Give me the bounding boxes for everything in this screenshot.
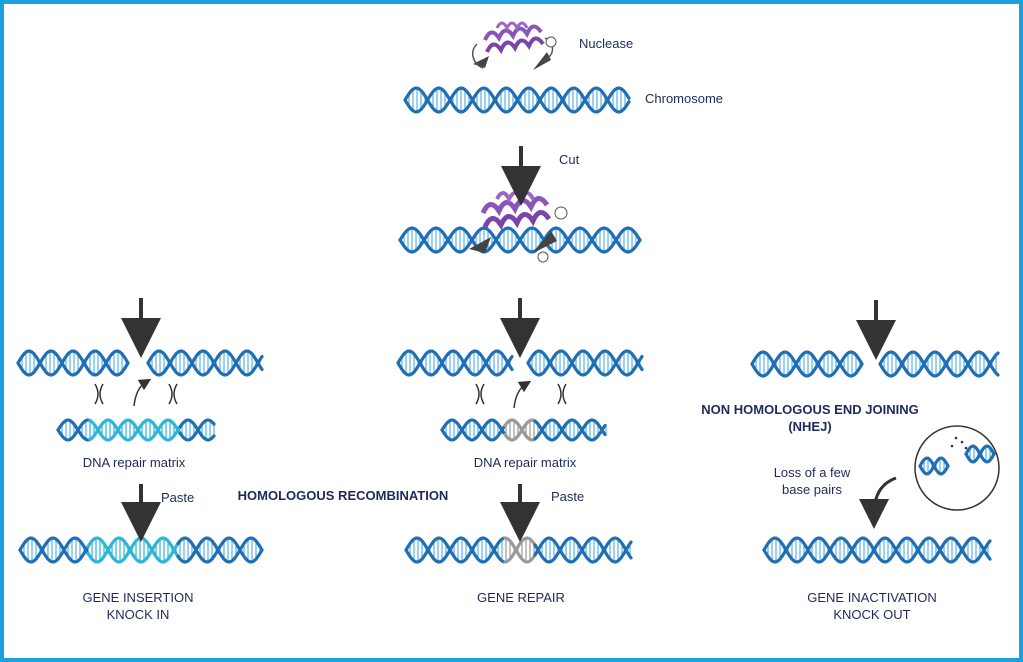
inactivation-label-line2: KNOCK OUT <box>833 607 910 622</box>
homologous-recombination-label: HOMOLOGOUS RECOMBINATION <box>238 488 449 503</box>
mid-repair-matrix-dna <box>440 418 607 442</box>
dna-layer <box>16 86 1000 564</box>
chromosome-label: Chromosome <box>645 91 723 106</box>
zoom-dna-a <box>918 456 950 476</box>
crossover-mid-icon <box>475 380 567 409</box>
crossover-left-icon <box>94 378 178 407</box>
nhej-label-line2: (NHEJ) <box>788 419 831 434</box>
nuclease-protein-icon <box>472 21 557 70</box>
chromosome-dna <box>403 86 631 114</box>
cut-label: Cut <box>559 152 580 167</box>
repair-label: GENE REPAIR <box>477 590 565 605</box>
mid-cut-dna-b <box>526 349 644 377</box>
left-repair-matrix-dna <box>56 418 216 442</box>
zoom-circle-icon <box>914 425 1000 511</box>
left-cut-dna-a <box>16 349 130 377</box>
nhej-label-line1: NON HOMOLOGOUS END JOINING <box>701 402 918 417</box>
insertion-label-line1: GENE INSERTION <box>82 590 193 605</box>
paste-mid-label: Paste <box>551 489 584 504</box>
zoom-dna-b <box>964 444 996 464</box>
repair-matrix-left-label: DNA repair matrix <box>83 455 186 470</box>
repair-matrix-mid-label: DNA repair matrix <box>474 455 577 470</box>
nhej-curved-arrow <box>859 476 897 529</box>
right-cut-dna-b <box>878 350 1000 378</box>
loss-label-line2: base pairs <box>782 482 842 497</box>
nuclease-label: Nuclease <box>579 36 633 51</box>
gene-repair-dna <box>404 536 633 564</box>
loss-label-line1: Loss of a few <box>774 465 851 480</box>
insertion-label-line2: KNOCK IN <box>107 607 170 622</box>
gene-inactivation-dna <box>762 536 992 564</box>
left-cut-dna-b <box>146 349 264 377</box>
cut-chromosome-dna <box>398 226 642 254</box>
gene-insertion-dna <box>18 536 264 564</box>
right-cut-dna-a <box>750 350 864 378</box>
inactivation-label-line1: GENE INACTIVATION <box>807 590 937 605</box>
mid-cut-dna-a <box>396 349 514 377</box>
paste-left-label: Paste <box>161 490 194 505</box>
